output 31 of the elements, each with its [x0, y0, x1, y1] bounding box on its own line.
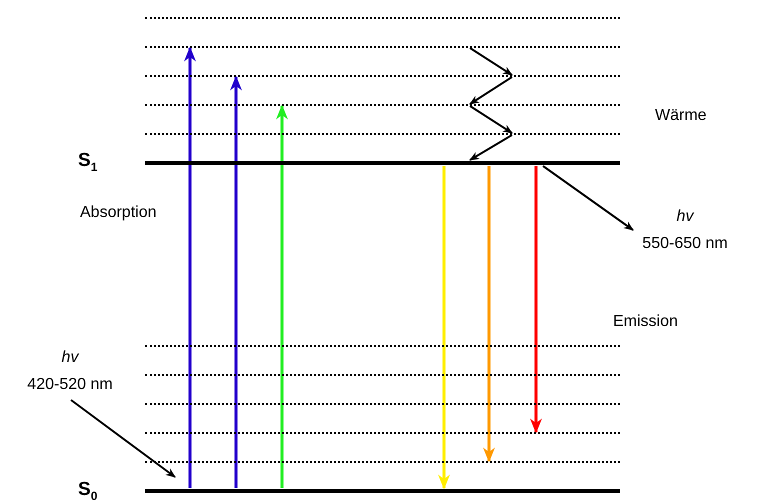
- process-label: Emission: [613, 312, 678, 332]
- transition-arrow: [469, 47, 513, 76]
- photon-energy-label: hv: [62, 348, 78, 368]
- transition-arrow: [530, 166, 542, 434]
- transition-arrow: [438, 166, 450, 490]
- vibrational-level-line: [145, 133, 620, 135]
- transition-arrow: [184, 46, 196, 488]
- vibrational-level-line: [145, 345, 620, 347]
- transition-arrow: [469, 76, 513, 105]
- transition-arrow: [276, 104, 288, 488]
- process-label: Wärme: [655, 106, 707, 126]
- state-label: S$_{1}$: [78, 150, 98, 176]
- transition-arrow: [483, 166, 495, 462]
- vibrational-level-line: [145, 374, 620, 376]
- transition-arrow: [230, 76, 242, 488]
- transition-arrow: [469, 134, 513, 161]
- state-label: S$_{0}$: [78, 479, 98, 501]
- transition-arrow: [469, 105, 513, 134]
- vibrational-level-line: [145, 75, 620, 77]
- wavelength-label: 550-650 nm: [642, 234, 728, 254]
- wavelength-label: 420-520 nm: [27, 375, 113, 395]
- leader-arrow: [542, 165, 634, 231]
- vibrational-level-line: [145, 104, 620, 106]
- vibrational-level-line: [145, 403, 620, 405]
- process-label: Absorption: [80, 203, 156, 223]
- vibrational-level-line: [145, 432, 620, 434]
- vibrational-level-line: [145, 17, 620, 19]
- leader-arrow: [70, 399, 176, 478]
- vibrational-level-line: [145, 461, 620, 463]
- photon-energy-label: hv: [676, 207, 694, 227]
- vibrational-level-line: [145, 46, 620, 48]
